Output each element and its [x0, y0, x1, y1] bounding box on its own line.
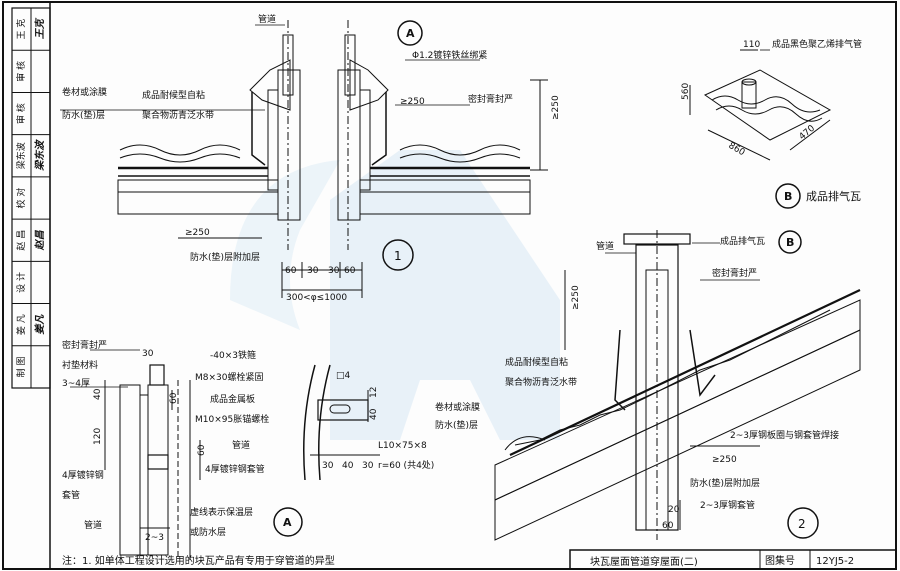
da-dim-30d: 30 [362, 461, 374, 471]
d1-label-roll2: 防水(垫)层 [62, 109, 105, 121]
d1-label-250c: ≥250 [185, 228, 210, 238]
side-strip-signature-7: 姜凡 [34, 314, 46, 335]
d1-label-tape2: 聚合物沥青泛水带 [142, 109, 214, 121]
da-label-metal: 成品金属板 [210, 393, 255, 405]
da-dim-60: 60 [169, 392, 179, 404]
side-strip-role-2: 审 核 [15, 103, 27, 124]
watermark [330, 150, 560, 440]
db-dim-470: 470 [798, 123, 818, 142]
title-block-atlas-label: 图集号 [765, 554, 795, 567]
da-label-box: □4 [336, 371, 351, 381]
d2-label-250b: ≥250 [712, 455, 737, 465]
d1-circle-1: 1 [394, 249, 402, 263]
detail-a [70, 349, 380, 560]
d2-label-roll2: 防水(垫)层 [435, 419, 478, 431]
d2-label-weld: 2~3厚钢板圈与钢套管焊接 [730, 429, 839, 441]
da-label-exp: M10×95胀锚螺栓 [195, 413, 269, 425]
da-label-dash: 虚线表示保温层 [190, 506, 253, 518]
da-dim-30c: 30 [322, 461, 334, 471]
side-strip-signature-5: 赵昌 [34, 229, 46, 251]
d2-label-250: ≥250 [571, 285, 581, 310]
d1-label-sealant: 密封膏封严 [468, 93, 513, 105]
d2-circle-2: 2 [798, 517, 806, 531]
side-strip-role-1: 审 核 [15, 61, 27, 82]
title-block [569, 549, 897, 570]
da-label-backer: 衬垫材料 [62, 359, 98, 371]
d2-label-tape: 成品耐候型自粘 [505, 356, 568, 368]
d1-dim-30a: 30 [307, 266, 319, 276]
da-label-sealant: 密封膏封严 [62, 339, 107, 351]
d2-label-steel: 2~3厚钢套管 [700, 499, 755, 511]
side-strip-role-7: 姜 凡 [15, 314, 27, 335]
da-dim-2-3: 2~3 [145, 533, 164, 543]
detail-1 [60, 20, 548, 298]
side-strip-role-8: 制 图 [15, 356, 27, 377]
db-dim-560: 560 [681, 83, 691, 100]
da-label-ring2: 套管 [62, 489, 80, 501]
d1-dim-range: 300<φ≤1000 [286, 293, 347, 303]
d2-label-tape2: 聚合物沥青泛水带 [505, 376, 577, 388]
side-strip-role-3: 梁东波 [15, 142, 27, 169]
side-strip-signature-0: 王克 [34, 17, 46, 39]
da-dim-40: 40 [93, 388, 103, 400]
d2-label-sealant: 密封膏封严 [712, 267, 757, 279]
d1-label-wire: Φ1.2镀锌铁丝绑紧 [412, 49, 487, 61]
detail-b [689, 49, 832, 209]
d2-circle-b: B [786, 236, 794, 249]
note-text: 注：1. 如单体工程设计选用的块瓦产品有专用于穿管道的异型 [62, 554, 335, 567]
da-label-ring: 4厚镀锌钢 [62, 469, 104, 481]
d1-label-250a: ≥250 [400, 97, 425, 107]
db-dim-110: 110 [743, 40, 760, 50]
da-dim-12: 12 [369, 387, 379, 398]
db-title: 成品排气瓦 [806, 189, 861, 203]
side-strip-role-0: 王 克 [16, 19, 27, 40]
side-strip-signature-3: 梁东波 [34, 139, 46, 172]
d1-label-pipe: 管道 [258, 13, 276, 25]
watermark-arc [230, 160, 340, 330]
d1-dim-30b: 30 [328, 266, 340, 276]
da-dim-pitch: r=60 (共4处) [378, 459, 434, 471]
d1-circle-a: A [406, 27, 415, 40]
d1-label-250b: ≥250 [551, 95, 561, 120]
da-dim-120: 120 [93, 428, 103, 445]
db-label-vent-pipe: 成品黑色聚乙烯排气管 [772, 38, 862, 50]
db-circle-b: B [784, 190, 792, 203]
da-label-thick: 3~4厚 [62, 378, 90, 389]
d2-label-vent: 成品排气瓦 [720, 235, 765, 247]
d2-label-pipe: 管道 [596, 240, 614, 252]
d1-dim-60b: 60 [344, 266, 356, 276]
da-label-flat: -40×3铁箍 [210, 349, 256, 361]
da-label-steel: 4厚镀锌钢套管 [205, 463, 265, 475]
side-strip-role-5: 赵 昌 [15, 230, 27, 251]
da-label-bolt: M8×30螺栓紧固 [195, 371, 264, 383]
da-circle-a: A [283, 516, 292, 529]
d2-dim-20: 20 [668, 505, 680, 515]
d2-dim-60: 60 [662, 521, 674, 531]
d1-label-tape: 成品耐候型自粘 [142, 89, 205, 101]
db-dim-860: 860 [727, 141, 747, 158]
d2-label-roll: 卷材或涂膜 [435, 401, 480, 413]
d1-dim-60a: 60 [285, 266, 297, 276]
da-angle-label: L10×75×8 [378, 441, 427, 451]
side-strip-role-4: 校 对 [15, 188, 27, 209]
da-dim-30: 30 [142, 349, 154, 359]
da-dim-40c: 40 [342, 461, 354, 471]
da-label-pipe2: 管道 [232, 439, 250, 451]
detail-2 [494, 230, 861, 541]
d2-label-extra: 防水(垫)层附加层 [690, 477, 760, 489]
title-block-title: 块瓦屋面管道穿屋面(二) [590, 555, 698, 568]
d1-label-extra: 防水(垫)层附加层 [190, 251, 260, 263]
da-dim-60b: 60 [197, 444, 207, 456]
title-block-atlas-no: 12YJ5-2 [816, 556, 854, 567]
da-label-dash2: 或防水层 [190, 526, 226, 538]
da-label-pipe: 管道 [84, 519, 102, 531]
d1-label-roll: 卷材或涂膜 [62, 86, 107, 98]
side-strip-role-6: 设 计 [15, 272, 27, 293]
da-dim-40d: 40 [369, 408, 379, 420]
